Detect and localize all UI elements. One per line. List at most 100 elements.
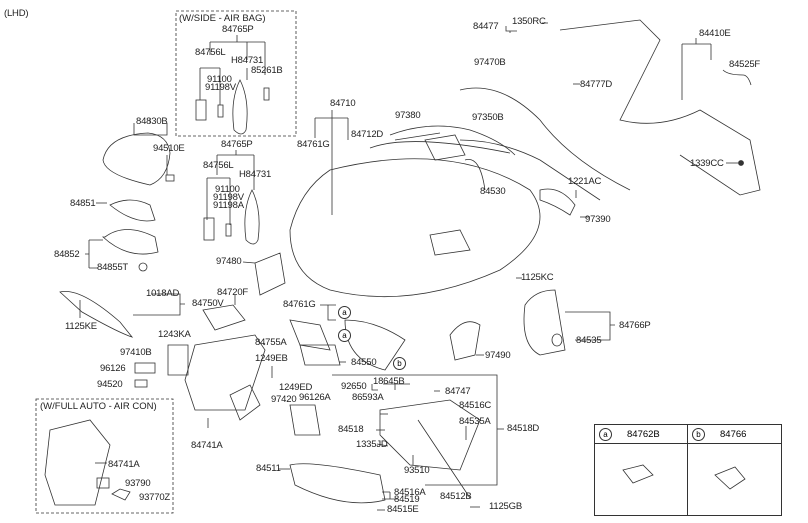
part-label[interactable]: 91100 [207,74,232,85]
legend-header: b 84766 [688,425,781,444]
part-label[interactable]: 1350RC [512,16,546,27]
legend-part-number[interactable]: 84766 [720,429,747,440]
callout-b: b [393,357,406,370]
legend-part-number[interactable]: 84762B [627,429,660,440]
part-label[interactable]: 84410E [699,28,731,39]
legend-table: a 84762B b 84766 [594,424,782,516]
part-label[interactable]: 84519 [394,494,420,505]
part-label[interactable]: 97350B [472,112,504,123]
part-label[interactable]: 96126A [299,392,331,403]
side-airbag-option-box [175,10,297,137]
part-label[interactable]: 91100 [215,184,240,195]
part-label[interactable]: 84530 [480,186,506,197]
part-label[interactable]: 96126 [100,363,126,374]
part-label[interactable]: 91198V [205,82,236,93]
part-label[interactable]: 84855T [97,262,129,273]
part-label[interactable]: 1243KA [158,329,191,340]
column-shroud-lower-part [101,229,159,255]
part-label[interactable]: 84777D [580,79,613,90]
part-label[interactable]: 84765P [221,139,253,150]
part-label[interactable]: H84731 [239,169,272,180]
part-label[interactable]: 86593A [352,392,384,403]
part-label[interactable]: 84766P [619,320,651,331]
part-label[interactable]: 84761G [283,299,316,310]
bracket-96126A-part [289,404,321,436]
part-label[interactable]: 93790 [125,478,151,489]
part-label[interactable]: 84761G [297,139,330,150]
part-label[interactable]: 1339CC [690,158,724,169]
full-auto-aircon-option-box [35,398,174,514]
part-label[interactable]: 97490 [485,350,511,361]
part-label[interactable]: 84756L [195,47,226,58]
part-label[interactable]: 84851 [70,198,96,209]
part-label[interactable]: 84756L [203,160,234,171]
part-label[interactable]: 84535 [576,335,602,346]
part-label[interactable]: 84518 [338,424,364,435]
part-label[interactable]: 1249EB [255,353,288,364]
part-label[interactable]: 94510E [153,143,185,154]
part-label[interactable]: H84731 [231,55,264,66]
part-label[interactable]: 84535A [459,416,491,427]
part-label[interactable]: 84516C [459,400,492,411]
vent-97410B-part [167,344,189,376]
part-label[interactable]: 93770Z [139,492,171,503]
part-label[interactable]: 84512B [440,491,472,502]
cover-84720F-part [202,304,246,331]
part-label[interactable]: 1018AD [146,288,180,299]
part-label[interactable]: 1221AC [568,176,602,187]
legend-key: b [692,428,705,441]
part-label[interactable]: 84477 [473,21,499,32]
part-label[interactable]: 84720F [217,287,249,298]
center-vent-part [203,217,215,241]
fullauto-fascia-part [44,419,111,506]
part-label[interactable]: 84712D [351,129,384,140]
part-label[interactable]: 97380 [395,110,421,121]
duct-97470B-part [459,87,631,191]
part-label[interactable]: 97420 [271,394,297,405]
part-label[interactable]: 97480 [216,256,242,267]
part-label[interactable]: 97390 [585,214,611,225]
part-label[interactable]: 84852 [54,249,80,260]
legend-cell-a: a 84762B [595,425,688,515]
legend-header: a 84762B [595,425,687,444]
part-label[interactable]: 1125KE [65,321,97,332]
part-label[interactable]: 84550 [351,357,377,368]
part-label[interactable]: 1249ED [279,382,313,393]
side-airbag-pad-part [217,104,224,118]
part-label[interactable]: 84518D [507,423,540,434]
switch-94520-part [134,379,148,388]
part-label[interactable]: 84830B [136,116,168,127]
cap-84535-part [551,333,563,347]
callout-a: a [338,306,351,319]
part-label[interactable]: 84765P [222,24,254,35]
part-label[interactable]: 91198A [213,200,244,211]
crash-pad-84710-part [289,158,541,298]
part-label[interactable]: 84747 [445,386,471,397]
part-label[interactable]: 84710 [330,98,356,109]
part-label[interactable]: 97470B [474,57,506,68]
part-label[interactable]: 1125GB [489,501,522,512]
part-label[interactable]: 84741A [191,440,223,451]
part-label[interactable]: 84750V [192,298,224,309]
ring-84855T-part [138,262,148,272]
glovebox-lid-84511-part [289,463,386,504]
legend-key: a [599,428,612,441]
part-label[interactable]: 18645B [373,376,405,387]
part-label[interactable]: 1335JD [356,439,388,450]
variant-label: (LHD) [4,8,29,19]
part-label[interactable]: 84741A [108,459,140,470]
part-label[interactable]: 84515E [387,504,419,515]
part-label[interactable]: 1125KC [521,272,554,283]
part-label[interactable]: 84511 [256,463,281,474]
part-label[interactable]: 84755A [255,337,287,348]
side-cover-84766P-part [523,289,566,356]
part-label[interactable]: 85261B [251,65,283,76]
part-label[interactable]: 92650 [341,381,367,392]
part-label[interactable]: 93510 [404,465,430,476]
part-label[interactable]: 84516A [394,487,426,498]
part-label[interactable]: 97410B [120,347,152,358]
part-label[interactable]: 84525F [729,59,761,70]
part-label[interactable]: 94520 [97,379,123,390]
part-label[interactable]: 91198V [213,192,244,203]
column-shroud-upper-part [109,199,156,222]
